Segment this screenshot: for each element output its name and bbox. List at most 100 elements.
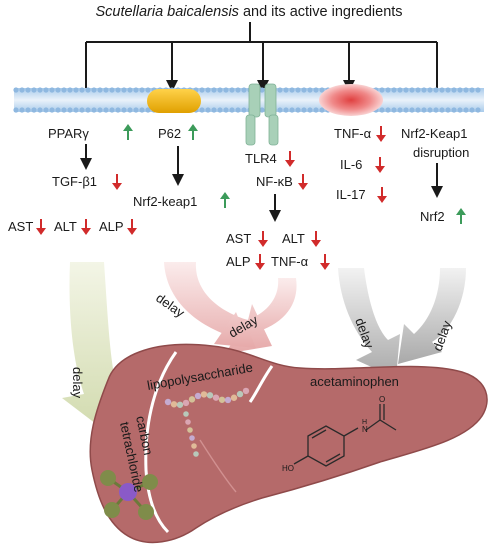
lipid-head [307,87,313,93]
lipid-head [19,87,25,93]
lps-molecule [164,387,250,457]
alt1-down-head [81,228,91,235]
label-il17: IL-17 [336,187,366,202]
lipid-head [223,87,229,93]
lipid-head [463,87,469,93]
lipid-head [217,107,223,113]
lipid-head [235,107,241,113]
p62-up-head [188,124,198,131]
lipid-head [433,87,439,93]
label-alt-1: ALT [54,219,77,234]
lipid-head [445,87,451,93]
ccl4-molecule [100,470,158,520]
apap-nh: N [362,425,368,434]
lipid-head [277,87,283,93]
lps-bead [189,435,195,441]
lipid-head [397,107,403,113]
label-p62: P62 [158,126,181,141]
lipid-head [115,107,121,113]
lipid-head [79,107,85,113]
lipid-head [229,87,235,93]
lipid-head [55,87,61,93]
apap-h: H [362,419,367,426]
lipid-head [97,87,103,93]
lipid-head [241,87,247,93]
lps-bead [230,394,238,401]
nrf2-up-head [456,208,466,215]
lps-bead [206,392,214,399]
tgf-down-head [112,183,122,190]
il6-down-head [375,166,385,173]
acetaminophen-structure [293,404,397,467]
lipid-head [61,87,67,93]
tlr4-receptor [245,83,279,146]
lipid-head [403,87,409,93]
lipid-head [385,87,391,93]
lipid-head [49,87,55,93]
lipid-head [121,87,127,93]
lipid-head [397,87,403,93]
lps-bead [218,396,226,403]
liver [89,343,488,544]
lps-bead [170,401,178,408]
lipid-head [295,87,301,93]
lipid-head [379,107,385,113]
lipid-head [109,107,115,113]
lipid-head [427,107,433,113]
lipid-head [391,87,397,93]
lipid-head [67,87,73,93]
delay-arrow-gray-right [398,268,466,364]
lipid-head [13,87,19,93]
label-nfkb: NF-κB [256,174,293,189]
lipid-head [295,107,301,113]
lps-bead [242,387,250,395]
lipid-head [283,107,289,113]
lps-bead [182,399,190,407]
lps-bead [187,427,193,433]
lipid-head [31,107,37,113]
lipid-head [37,87,43,93]
lipid-head [463,107,469,113]
lps-bead [164,398,172,406]
label-nrf2: Nrf2 [420,209,445,224]
ast1-down-head [36,228,46,235]
lipid-head [259,107,265,113]
lipid-head [139,87,145,93]
lipid-head [403,107,409,113]
nrfkeap1-up-head [220,192,230,199]
liver-lobe-divider-1 [144,351,178,534]
lipid-head [145,87,151,93]
label-tgf: TGF-β1 [52,174,97,189]
lipid-head [319,107,325,113]
lipid-head [97,107,103,113]
lipid-head [283,87,289,93]
lipid-head [103,87,109,93]
lipid-head [379,87,385,93]
lipid-head [301,87,307,93]
alp2-down-head [255,263,265,270]
lipid-head [409,87,415,93]
lipid-head [475,87,481,93]
lps-bead [188,396,196,403]
lipid-head [415,107,421,113]
label-alp-1: ALP [99,219,124,234]
label-tnfa-2: TNF-α [271,254,309,269]
lps-bead [224,396,232,404]
lipid-head [469,107,475,113]
lipid-head [31,87,37,93]
lipid-head [475,107,481,113]
delay-label-1: delay [70,367,85,399]
delay-arrow-pink-right [214,278,297,348]
ppar-up-head [123,124,133,131]
apap-label: acetaminophen [310,374,399,389]
lipid-head [43,87,49,93]
lipid-head [85,107,91,113]
lps-bead [191,443,197,449]
lipid-head [91,107,97,113]
lipid-head [235,87,241,93]
lps-bead [200,391,208,398]
tnf-receptor [319,84,383,116]
apap-o: O [379,395,385,404]
lipid-head [115,87,121,93]
